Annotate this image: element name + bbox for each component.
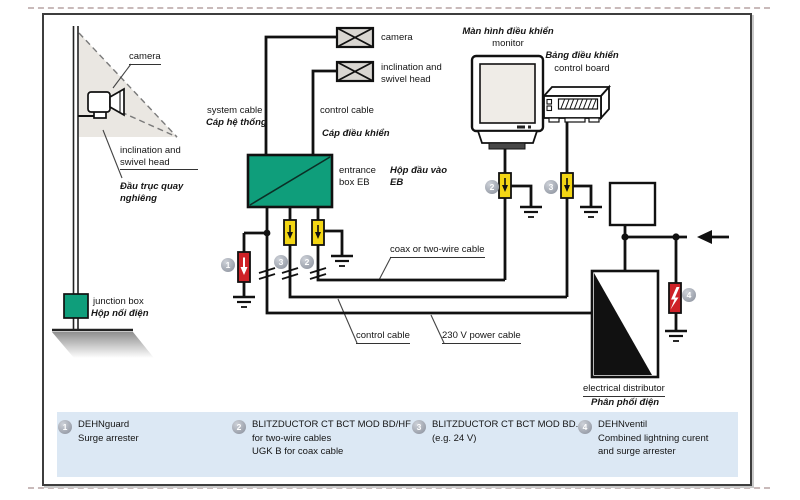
- marker-3-board: 3: [544, 180, 558, 194]
- control-board-icon: [541, 84, 612, 123]
- surge-device-4: [668, 282, 682, 314]
- junction-box-shape: [63, 293, 89, 319]
- legend-item-text: and surge arrester: [598, 446, 676, 457]
- legend-item-text: DEHNguard: [78, 419, 130, 430]
- entrance-box-label: entrance box EB: [339, 165, 376, 188]
- monitor-label: monitor: [492, 38, 524, 49]
- system-cable-label: system cable: [207, 105, 263, 116]
- marker-2-monitor: 2: [485, 180, 499, 194]
- marker-3-entrance: 3: [274, 255, 288, 269]
- control-cable-label: control cable: [356, 330, 410, 344]
- camera-icon: [78, 87, 125, 119]
- surge-device-2-entrance: [311, 219, 325, 246]
- junction-box-label: junction box: [93, 296, 144, 307]
- swivel-symbol-label: inclination and swivel head: [381, 62, 442, 85]
- control-board-label: control board: [554, 63, 610, 74]
- surge-device-3-board: [560, 172, 574, 199]
- coax-cable-label: coax or two-wire cable: [390, 244, 485, 258]
- lightning-bolt-icon: [670, 287, 680, 310]
- distributor-shape: [590, 269, 660, 379]
- control-cable-top-label: control cable: [320, 105, 374, 116]
- marker-4: 4: [682, 288, 696, 302]
- bottom-dashed-rule: [28, 487, 770, 489]
- legend-item-1: DEHNguard Surge arrester: [78, 418, 139, 445]
- marker-2-entrance: 2: [300, 255, 314, 269]
- power-feed-arrow-icon: [697, 230, 729, 244]
- monitor-label-vi: Màn hình điều khiển: [462, 26, 554, 37]
- schematic-wires: [242, 35, 687, 331]
- legend-item-text: Surge arrester: [78, 432, 139, 444]
- distributor-label: electrical distributor: [583, 383, 665, 397]
- junction-box-label-vi: Hộp nối điện: [91, 308, 149, 319]
- legend-item-text: Combined lightning curent: [598, 432, 709, 444]
- legend: [57, 412, 738, 477]
- legend-item-2: BLITZDUCTOR CT BCT MOD BD/HF for two-wir…: [252, 418, 411, 459]
- sub-box-shape: [608, 181, 657, 227]
- system-cable-label-vi: Cáp hệ thống: [206, 117, 267, 128]
- legend-marker-3: 3: [412, 420, 426, 434]
- legend-item-text: BLITZDUCTOR CT BCT MOD BD...: [432, 419, 584, 430]
- monitor-icon: [470, 54, 545, 150]
- distributor-label-vi: Phân phối điện: [591, 397, 660, 408]
- control-board-label-vi: Bảng điều khiển: [545, 50, 619, 61]
- power-cable-label: 230 V power cable: [442, 330, 521, 344]
- camera-symbol-label: camera: [381, 32, 413, 43]
- view-cone: [78, 32, 178, 138]
- control-cable-top-label-vi: Cáp điều khiển: [322, 128, 390, 139]
- legend-marker-1: 1: [58, 420, 72, 434]
- entrance-box-shape: [246, 153, 334, 209]
- surge-device-1: [237, 251, 251, 283]
- legend-marker-2: 2: [232, 420, 246, 434]
- diagram-frame: [42, 13, 752, 486]
- surge-device-3-entrance: [283, 219, 297, 246]
- swivel-head-label-vi: Đầu trục quay nghiêng: [120, 181, 184, 204]
- marker-1: 1: [221, 258, 235, 272]
- legend-item-4: DEHNventil Combined lightning curent and…: [598, 418, 708, 459]
- legend-marker-4: 4: [578, 420, 592, 434]
- legend-item-3: BLITZDUCTOR CT BCT MOD BD... (e.g. 24 V): [432, 418, 584, 445]
- cable-break-marks: [258, 267, 327, 280]
- ground-shadow: [52, 328, 154, 358]
- entrance-box-label-vi: Hộp đầu vào EB: [390, 165, 448, 188]
- legend-item-text: (e.g. 24 V): [432, 432, 477, 444]
- legend-item-text: for two-wire cables: [252, 432, 332, 444]
- legend-item-text: DEHNventil: [598, 419, 648, 430]
- swivel-symbol-box: [335, 60, 375, 83]
- junction-dot: [263, 229, 680, 241]
- top-dashed-rule: [28, 7, 770, 9]
- mast: [72, 26, 79, 330]
- ground-icon: [233, 205, 687, 342]
- legend-item-text: UGK B for coax cable: [252, 446, 344, 457]
- legend-item-text: BLITZDUCTOR CT BCT MOD BD/HF: [252, 419, 411, 430]
- leader-lines: [102, 63, 445, 344]
- camera-symbol-box: [335, 26, 375, 49]
- swivel-head-label: inclination and swivel head: [120, 145, 198, 170]
- surge-device-2-monitor: [498, 172, 512, 199]
- camera-pole-label: camera: [129, 51, 161, 65]
